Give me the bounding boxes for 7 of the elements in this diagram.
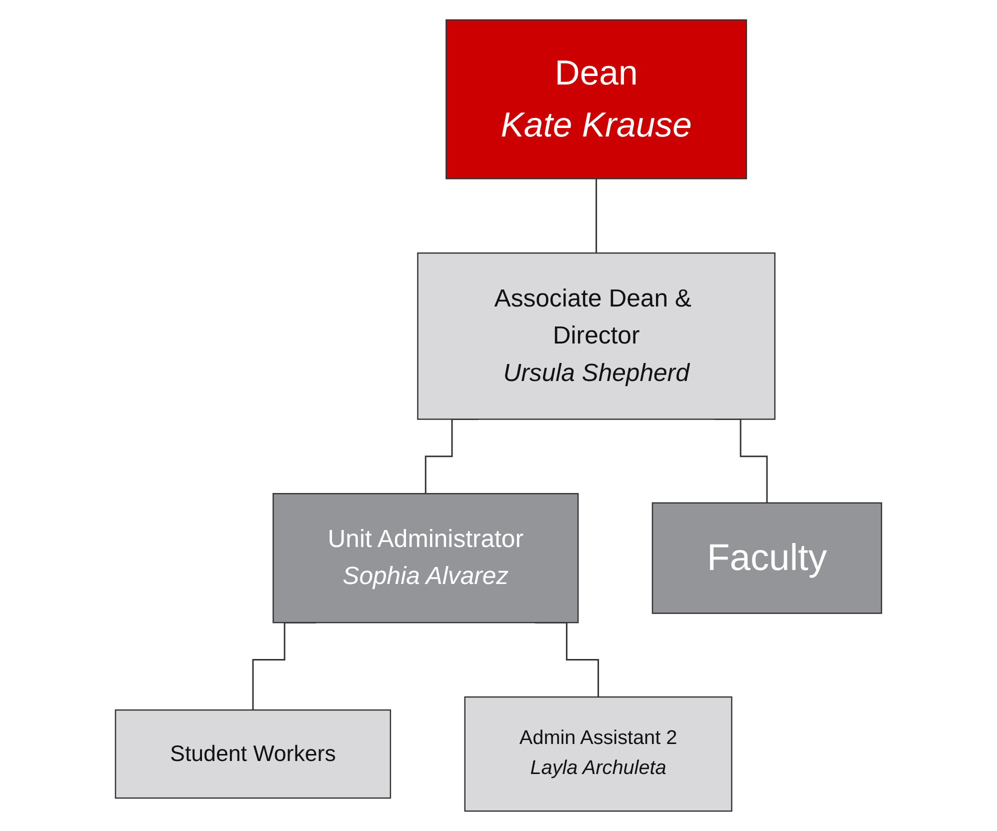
node-box: Associate Dean & Director Ursula Shepherd	[417, 252, 776, 420]
node-box: Student Workers	[114, 709, 392, 799]
node-box: Dean Kate Krause	[446, 19, 748, 180]
node-box: Unit Administrator Sophia Alvarez	[272, 493, 579, 624]
node-box: Admin Assistant 2 Layla Archuleta	[464, 696, 732, 812]
connector	[596, 178, 598, 254]
node-box: Faculty	[652, 502, 882, 614]
